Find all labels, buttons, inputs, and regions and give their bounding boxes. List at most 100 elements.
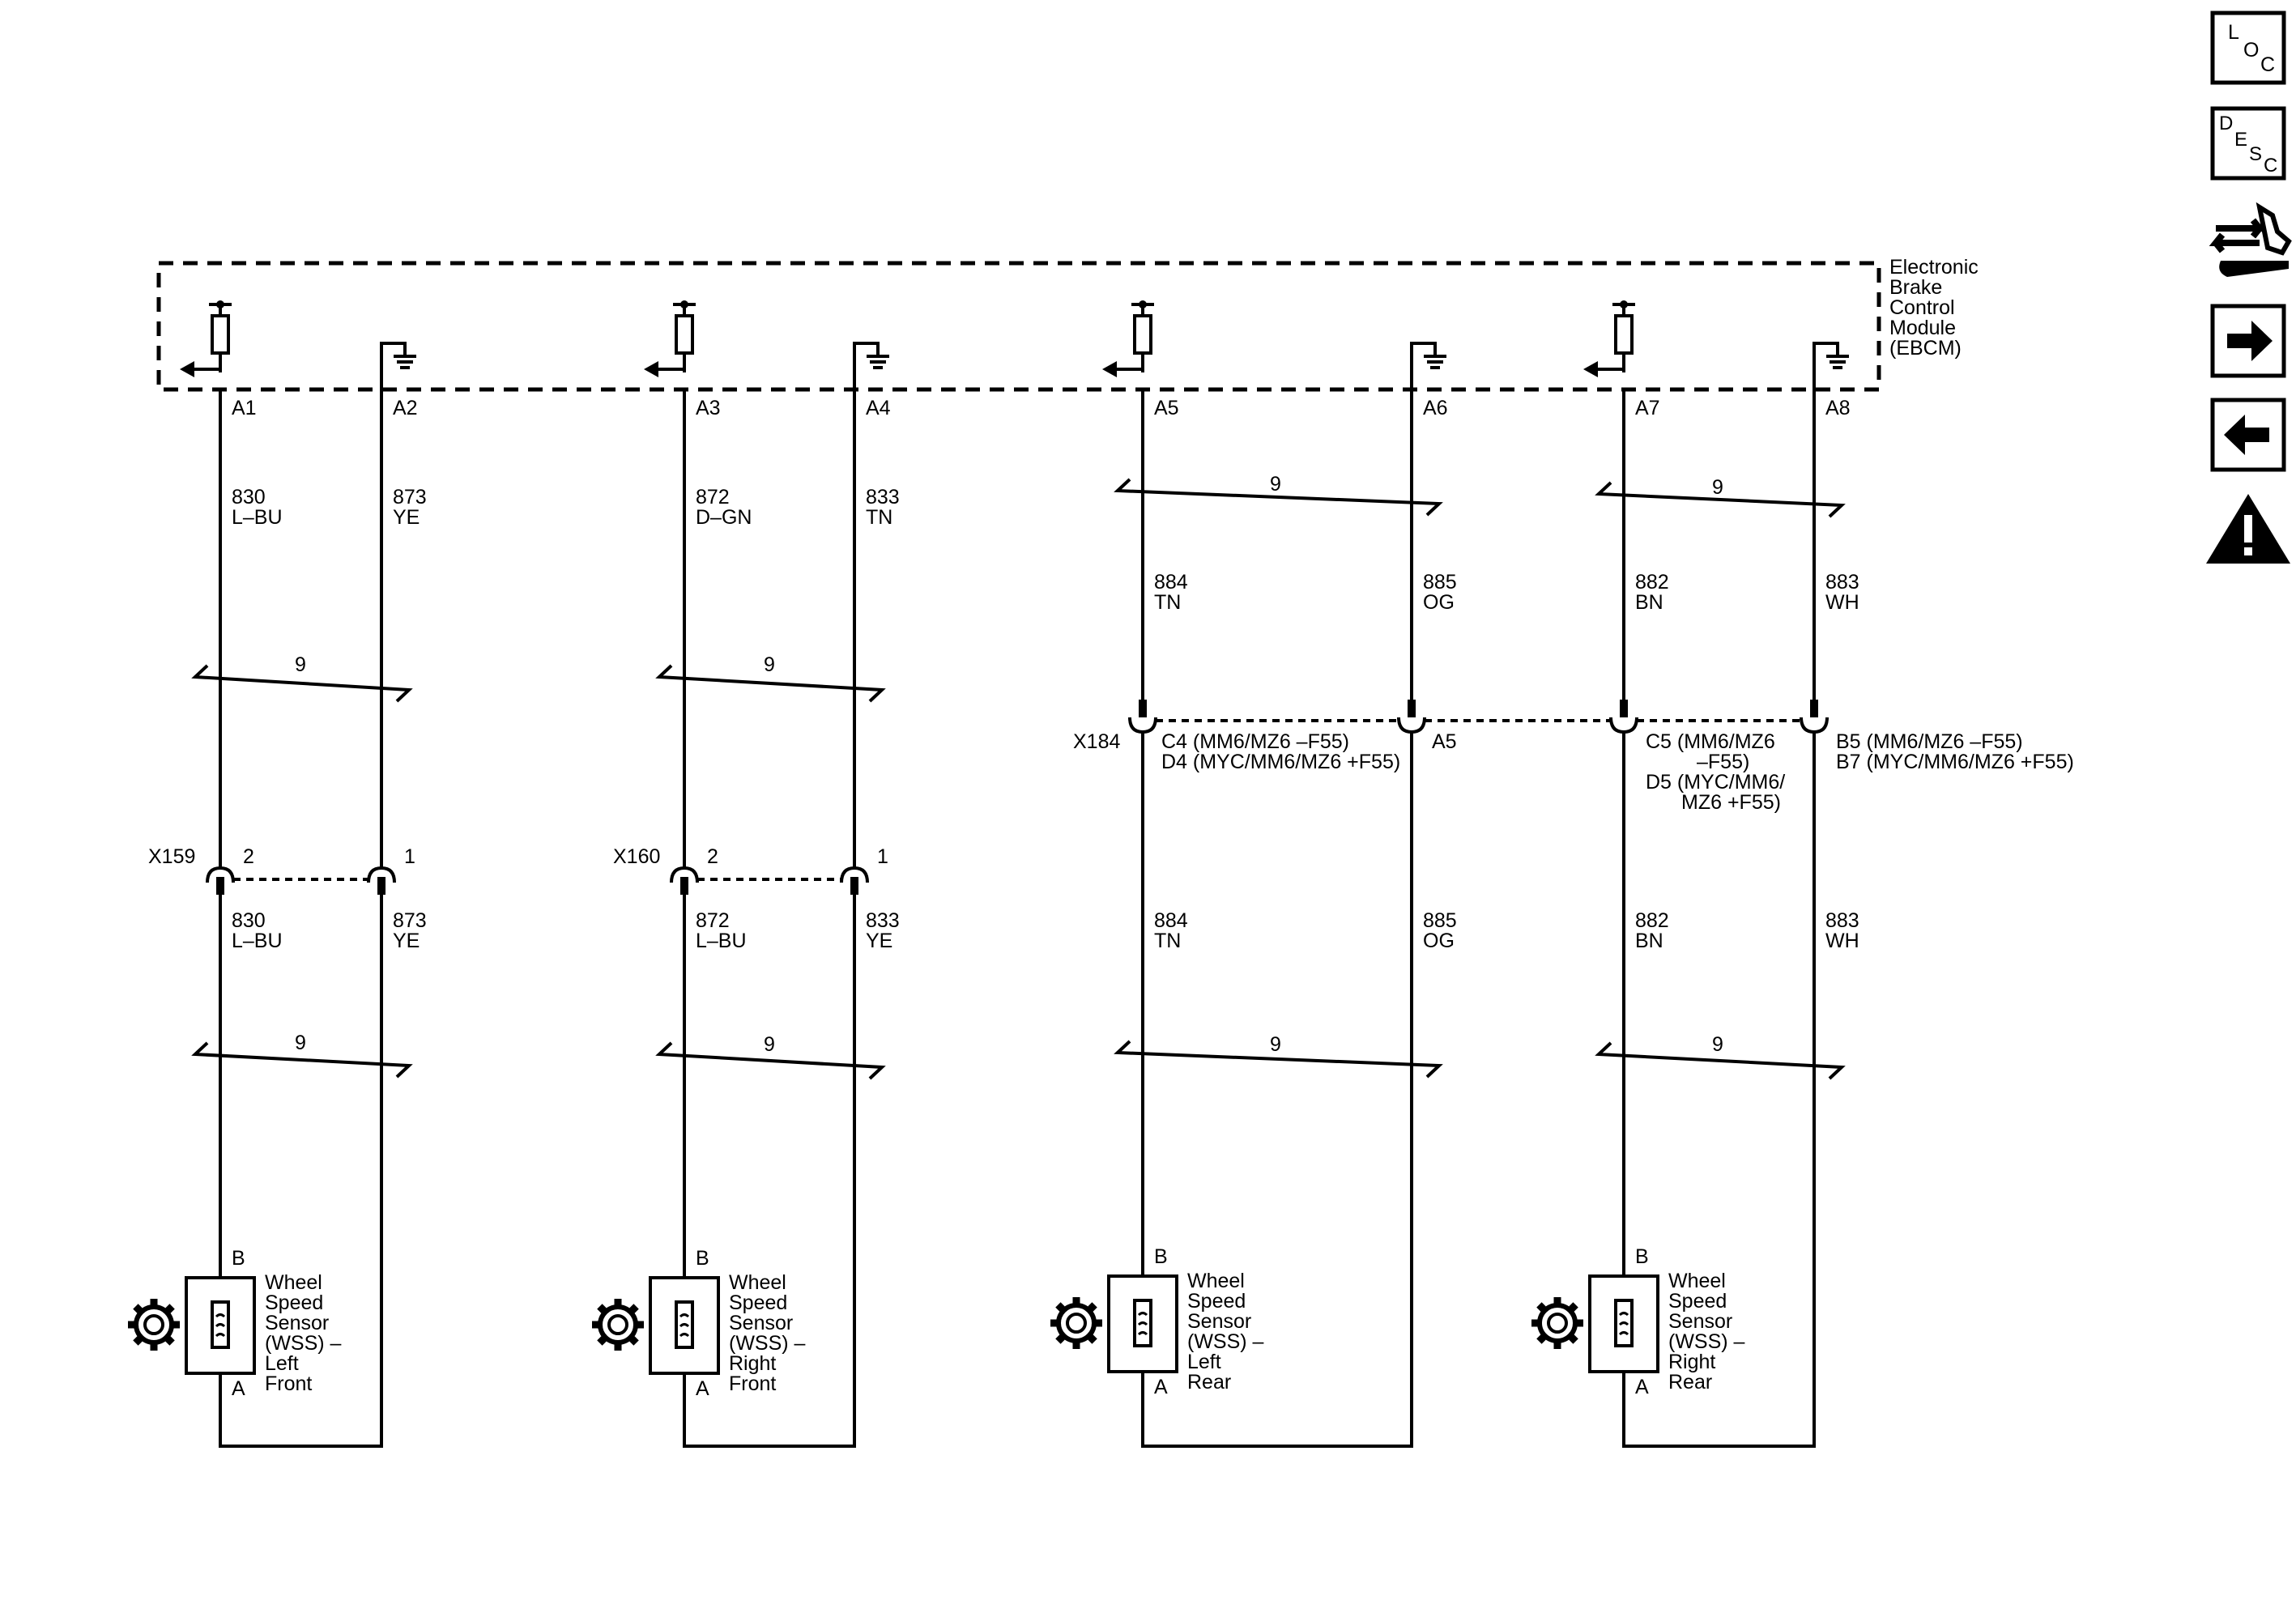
ebcm-ground-a6 bbox=[1410, 342, 1446, 389]
wire-color: TN bbox=[1154, 591, 1181, 614]
sensor-label-line: Speed bbox=[1668, 1290, 1727, 1313]
pin-label-a6: A6 bbox=[1423, 397, 1448, 419]
connector-pin-note: C5 (MM6/MZ6 bbox=[1646, 730, 1775, 753]
twist-count: 9 bbox=[295, 1032, 306, 1054]
sensor-pin: A bbox=[1154, 1376, 1168, 1398]
svg-text:C: C bbox=[2264, 155, 2277, 177]
twisted-pair-marker: 9 bbox=[655, 1033, 886, 1080]
svg-text:S: S bbox=[2249, 143, 2262, 165]
twist-count: 9 bbox=[1270, 1033, 1281, 1056]
twisted-pair-marker: 9 bbox=[1114, 473, 1443, 517]
sensor-label-line: Right bbox=[1668, 1351, 1715, 1373]
gear-icon bbox=[1531, 1297, 1583, 1349]
wire-color: WH bbox=[1825, 591, 1859, 614]
sensor-label-line: Left bbox=[265, 1352, 299, 1375]
wheel-speed-sensor-left-rear: B A Wheel Speed Sensor (WSS) – Left Rear bbox=[1050, 1245, 1264, 1448]
connector-pin: 2 bbox=[707, 845, 718, 868]
loc-icon: L O C bbox=[2228, 21, 2275, 76]
sensor-label-line: Sensor bbox=[1668, 1310, 1732, 1333]
gear-icon bbox=[592, 1299, 644, 1351]
wheel-speed-sensor-right-front: B A Wheel Speed Sensor (WSS) – Right Fro… bbox=[592, 1247, 806, 1448]
twisted-pair-marker: 9 bbox=[655, 653, 886, 703]
wire-circuit-number: 884 bbox=[1154, 571, 1188, 594]
wire-circuit-number: 872 bbox=[696, 909, 730, 932]
sensor-label-line: Right bbox=[729, 1352, 776, 1375]
wire-color: L–BU bbox=[232, 930, 283, 952]
pin-label-a5: A5 bbox=[1154, 397, 1179, 419]
gear-icon bbox=[1050, 1297, 1102, 1349]
wire-color: OG bbox=[1423, 930, 1455, 952]
wire-circuit-number: 883 bbox=[1825, 571, 1859, 594]
previous-button[interactable] bbox=[2210, 398, 2286, 472]
sensor-pin: B bbox=[232, 1247, 245, 1270]
sensor-label-line: (WSS) – bbox=[1187, 1330, 1264, 1353]
sensor-label-line: (WSS) – bbox=[265, 1332, 342, 1355]
warning-button[interactable] bbox=[2206, 494, 2290, 564]
pin-label-a4: A4 bbox=[866, 397, 891, 419]
connector-pin: A5 bbox=[1432, 730, 1457, 753]
twist-count: 9 bbox=[1712, 476, 1723, 499]
connector-pin: 1 bbox=[404, 845, 415, 868]
wire-color: WH bbox=[1825, 930, 1859, 952]
wire-circuit-number: 873 bbox=[393, 909, 427, 932]
ebcm-signal-input-a3 bbox=[644, 300, 696, 377]
wire-circuit-number: 830 bbox=[232, 909, 266, 932]
sensor-pin: B bbox=[696, 1247, 709, 1270]
sensor-label-line: Front bbox=[729, 1372, 776, 1395]
connector-name: X184 bbox=[1073, 730, 1120, 753]
wire-color: BN bbox=[1635, 591, 1663, 614]
wire-circuit-number: 885 bbox=[1423, 571, 1457, 594]
twisted-pair-marker: 9 bbox=[1595, 1033, 1846, 1080]
ebcm-label-line: Brake bbox=[1889, 276, 1942, 299]
sensor-label-line: Wheel bbox=[1187, 1270, 1245, 1292]
wire-color: YE bbox=[393, 506, 420, 529]
wire-circuit-number: 884 bbox=[1154, 909, 1188, 932]
connector-x160: X160 2 1 bbox=[613, 845, 888, 895]
ebcm-signal-input-a7 bbox=[1583, 300, 1635, 377]
sensor-label-line: Wheel bbox=[1668, 1270, 1726, 1292]
connector-pin-note: C4 (MM6/MZ6 –F55) bbox=[1161, 730, 1349, 753]
wire-color: D–GN bbox=[696, 506, 752, 529]
warning-icon bbox=[2206, 494, 2290, 564]
sensor-pin: A bbox=[696, 1377, 709, 1400]
wire-color: BN bbox=[1635, 930, 1663, 952]
ebcm-ground-a8 bbox=[1813, 342, 1849, 389]
ebcm-label-line: (EBCM) bbox=[1889, 337, 1962, 360]
loc-button[interactable]: L O C bbox=[2210, 11, 2286, 85]
connector-x184: X184 C4 (MM6/MZ6 –F55) D4 (MYC/MM6/MZ6 +… bbox=[1073, 700, 2074, 814]
ebcm-label: Electronic Brake Control Module (EBCM) bbox=[1889, 256, 1979, 360]
next-button[interactable] bbox=[2210, 304, 2286, 378]
pin-label-a7: A7 bbox=[1635, 397, 1660, 419]
desc-button[interactable]: D E S C bbox=[2210, 106, 2286, 181]
wire-color: L–BU bbox=[696, 930, 747, 952]
sensor-pin: B bbox=[1154, 1245, 1168, 1268]
connector-pin-note: B5 (MM6/MZ6 –F55) bbox=[1836, 730, 2023, 753]
twist-count: 9 bbox=[764, 653, 775, 676]
wire-circuit-number: 885 bbox=[1423, 909, 1457, 932]
sensor-label-line: Rear bbox=[1187, 1371, 1231, 1394]
connector-pin-note: D4 (MYC/MM6/MZ6 +F55) bbox=[1161, 751, 1400, 773]
twisted-pair-marker: 9 bbox=[191, 653, 413, 703]
svg-text:C: C bbox=[2260, 53, 2275, 76]
wire-circuit-number: 833 bbox=[866, 486, 900, 509]
sensor-label-line: Speed bbox=[729, 1291, 787, 1314]
sensor-label-line: (WSS) – bbox=[729, 1332, 806, 1355]
ebcm-ground-a4 bbox=[853, 342, 889, 389]
wire-circuit-number: 883 bbox=[1825, 909, 1859, 932]
pin-label-a3: A3 bbox=[696, 397, 721, 419]
connector-name: X160 bbox=[613, 845, 660, 868]
connector-name: X159 bbox=[148, 845, 195, 868]
sensor-pin: A bbox=[1635, 1376, 1649, 1398]
connector-pin: 1 bbox=[877, 845, 888, 868]
sensor-label-line: Front bbox=[265, 1372, 312, 1395]
gear-icon bbox=[128, 1299, 180, 1351]
sensor-label-line: Left bbox=[1187, 1351, 1221, 1373]
connector-info-button[interactable] bbox=[2209, 202, 2292, 277]
sensor-pin: B bbox=[1635, 1245, 1649, 1268]
pin-label-a1: A1 bbox=[232, 397, 257, 419]
sensor-label-line: Speed bbox=[1187, 1290, 1246, 1313]
wire-color: TN bbox=[866, 506, 892, 529]
circuit-left-front: 830 L–BU 873 YE 9 X159 2 1 830 L–BU 873 … bbox=[128, 389, 427, 1448]
wire-color: YE bbox=[393, 930, 420, 952]
